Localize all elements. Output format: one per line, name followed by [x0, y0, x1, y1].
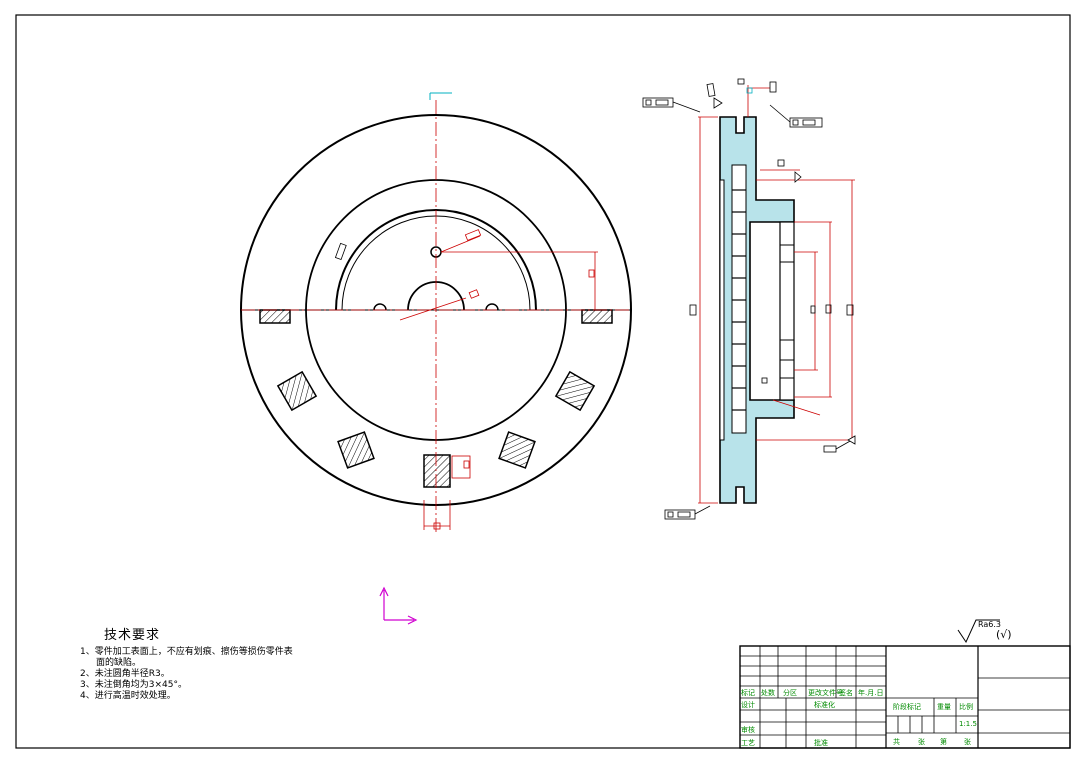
tech-requirement-line: 1、零件加工表面上，不应有划痕、擦伤等损伤零件表: [80, 647, 293, 657]
tech-requirements-heading: 技术要求: [104, 628, 161, 643]
drawing-border: [15, 14, 1071, 749]
tb-header-date: 年.月.日: [858, 689, 884, 697]
tb-review: 审核: [741, 726, 755, 734]
tb-approve: 批准: [814, 739, 828, 747]
tech-requirement-line: 3、未注倒角均为3×45°。: [80, 680, 187, 690]
tb-stage-mark: 阶段标记: [893, 703, 921, 711]
front-dimensions: [334, 229, 598, 530]
tech-requirement-line: 面的缺陷。: [96, 658, 142, 668]
hub-bore: [779, 221, 795, 401]
roughness-symbol: [957, 619, 1000, 644]
friction-face: [719, 179, 725, 441]
vent-slot: [423, 454, 451, 488]
vent-slot: [259, 309, 291, 324]
vent-slot: [337, 431, 375, 469]
tech-requirement-line: 4、进行高温时效处理。: [80, 691, 176, 701]
tb-header-signature: 签名: [839, 689, 853, 697]
cyan-marker: [429, 92, 452, 100]
tb-header-mark: 标记: [741, 689, 755, 697]
tb-sheets-unit: 张: [918, 738, 925, 746]
tb-sheets-total: 共: [893, 738, 900, 746]
front-view: [240, 92, 632, 535]
bolt-hole-right: [485, 303, 499, 311]
tb-header-change-doc: 更改文件号: [808, 689, 843, 697]
datum-callouts: [642, 78, 856, 520]
bolt-hole-left: [373, 303, 387, 311]
tb-sheet-no: 第: [940, 738, 947, 746]
tb-sheet-unit: 张: [964, 738, 971, 746]
vent-slot: [581, 309, 613, 324]
hub-steps: [780, 244, 794, 379]
vent-slot: [554, 370, 596, 412]
section-view: [642, 78, 856, 520]
tb-design: 设计: [741, 701, 755, 709]
vent-slot: [276, 370, 318, 412]
tb-weight: 重量: [937, 703, 951, 711]
vent-slot: [498, 431, 536, 469]
ucs-icon: [379, 586, 418, 625]
tb-ratio: 比例: [959, 703, 973, 711]
roughness-value: Ra6.3: [978, 620, 1002, 629]
vent-channel: [731, 164, 747, 434]
tech-requirement-line: 2、未注圆角半径R3。: [80, 669, 170, 679]
roughness-bracket: (√): [996, 628, 1012, 641]
tb-process: 工艺: [741, 739, 755, 747]
tb-scale: 1:1.5: [959, 720, 977, 728]
section-dimensions: [689, 85, 855, 504]
vent-fins: [732, 189, 746, 411]
cyan-tag: [746, 87, 753, 94]
tb-header-zone: 分区: [783, 689, 797, 697]
tb-standardization: 标准化: [814, 701, 835, 709]
title-block: [739, 645, 1071, 749]
tb-header-count: 处数: [761, 689, 775, 697]
